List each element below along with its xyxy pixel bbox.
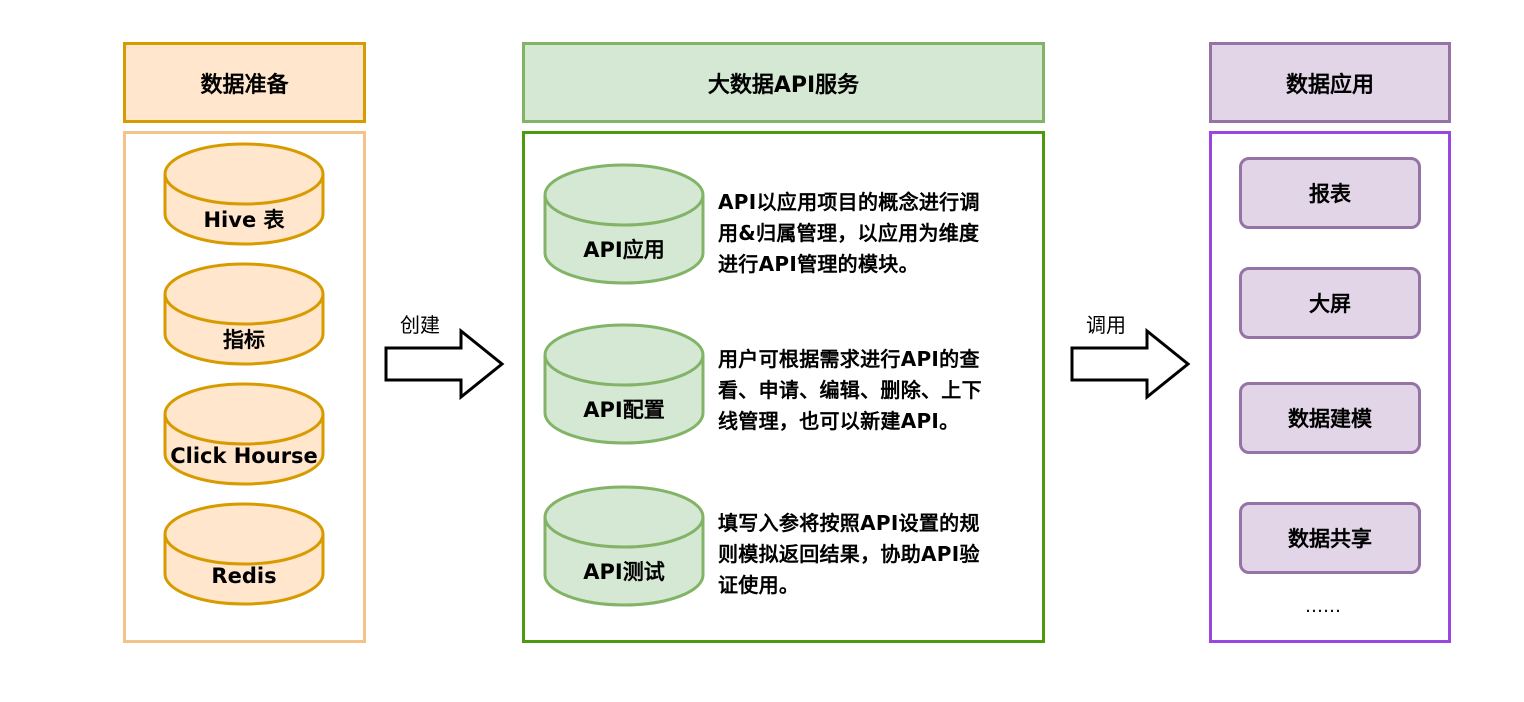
api-cylinder-config: API配置: [542, 322, 706, 446]
api-cylinder-test: API测试: [542, 484, 706, 608]
api-item-label: API应用: [583, 238, 665, 262]
app-item-modeling: 数据建模: [1239, 382, 1421, 454]
app-item-bigscreen: 大屏: [1239, 267, 1421, 339]
database-icon: [163, 382, 325, 486]
prep-item-label: Redis: [211, 564, 277, 588]
prep-title: 数据准备: [200, 72, 289, 98]
prep-item-label: 指标: [223, 328, 265, 352]
api-test-description: 填写入参将按照API设置的规 则模拟返回结果，协助API验 证使用。: [718, 511, 980, 597]
app-header: 数据应用: [1209, 42, 1451, 123]
api-panel: [522, 131, 1045, 643]
api-title: 大数据API服务: [707, 72, 860, 98]
database-icon: [543, 163, 705, 285]
prep-item-label: Click Hourse: [170, 444, 318, 468]
right-arrow-icon: [1070, 327, 1191, 401]
database-icon: [543, 485, 705, 607]
prep-panel: [123, 131, 366, 643]
api-header: 大数据API服务: [522, 42, 1045, 123]
api-cylinder-app: API应用: [542, 162, 706, 286]
arrow-create-label: 创建: [400, 313, 440, 337]
app-item-label: 报表: [1309, 182, 1351, 206]
api-app-description: API以应用项目的概念进行调 用&归属管理，以应用为维度 进行API管理的模块。: [718, 190, 980, 276]
app-more-ellipsis: ……: [1305, 596, 1341, 617]
right-arrow-icon: [384, 327, 505, 401]
api-config-description: 用户可根据需求进行API的查 看、申请、编辑、删除、上下 线管理，也可以新建AP…: [718, 347, 982, 433]
prep-cylinder-hive: Hive 表: [162, 141, 326, 247]
prep-header: 数据准备: [123, 42, 366, 123]
database-icon: [163, 502, 325, 606]
app-title: 数据应用: [1285, 72, 1374, 98]
database-icon: [163, 142, 325, 246]
app-item-label: 数据建模: [1288, 407, 1372, 431]
app-panel: [1209, 131, 1451, 643]
app-item-label: 数据共享: [1288, 527, 1372, 551]
api-item-label: API测试: [583, 560, 665, 584]
app-item-sharing: 数据共享: [1239, 502, 1421, 574]
watermark: 掘金技术社区 @ 柏油: [1268, 659, 1476, 683]
arrow-invoke-label: 调用: [1086, 313, 1126, 337]
prep-item-label: Hive 表: [203, 208, 285, 232]
prep-cylinder-redis: Redis: [162, 501, 326, 607]
prep-cylinder-metric: 指标: [162, 261, 326, 367]
database-icon: [163, 262, 325, 366]
prep-cylinder-clickhouse: Click Hourse: [162, 381, 326, 487]
database-icon: [543, 323, 705, 445]
app-item-label: 大屏: [1309, 292, 1351, 316]
app-item-report: 报表: [1239, 157, 1421, 229]
api-item-label: API配置: [583, 398, 665, 422]
